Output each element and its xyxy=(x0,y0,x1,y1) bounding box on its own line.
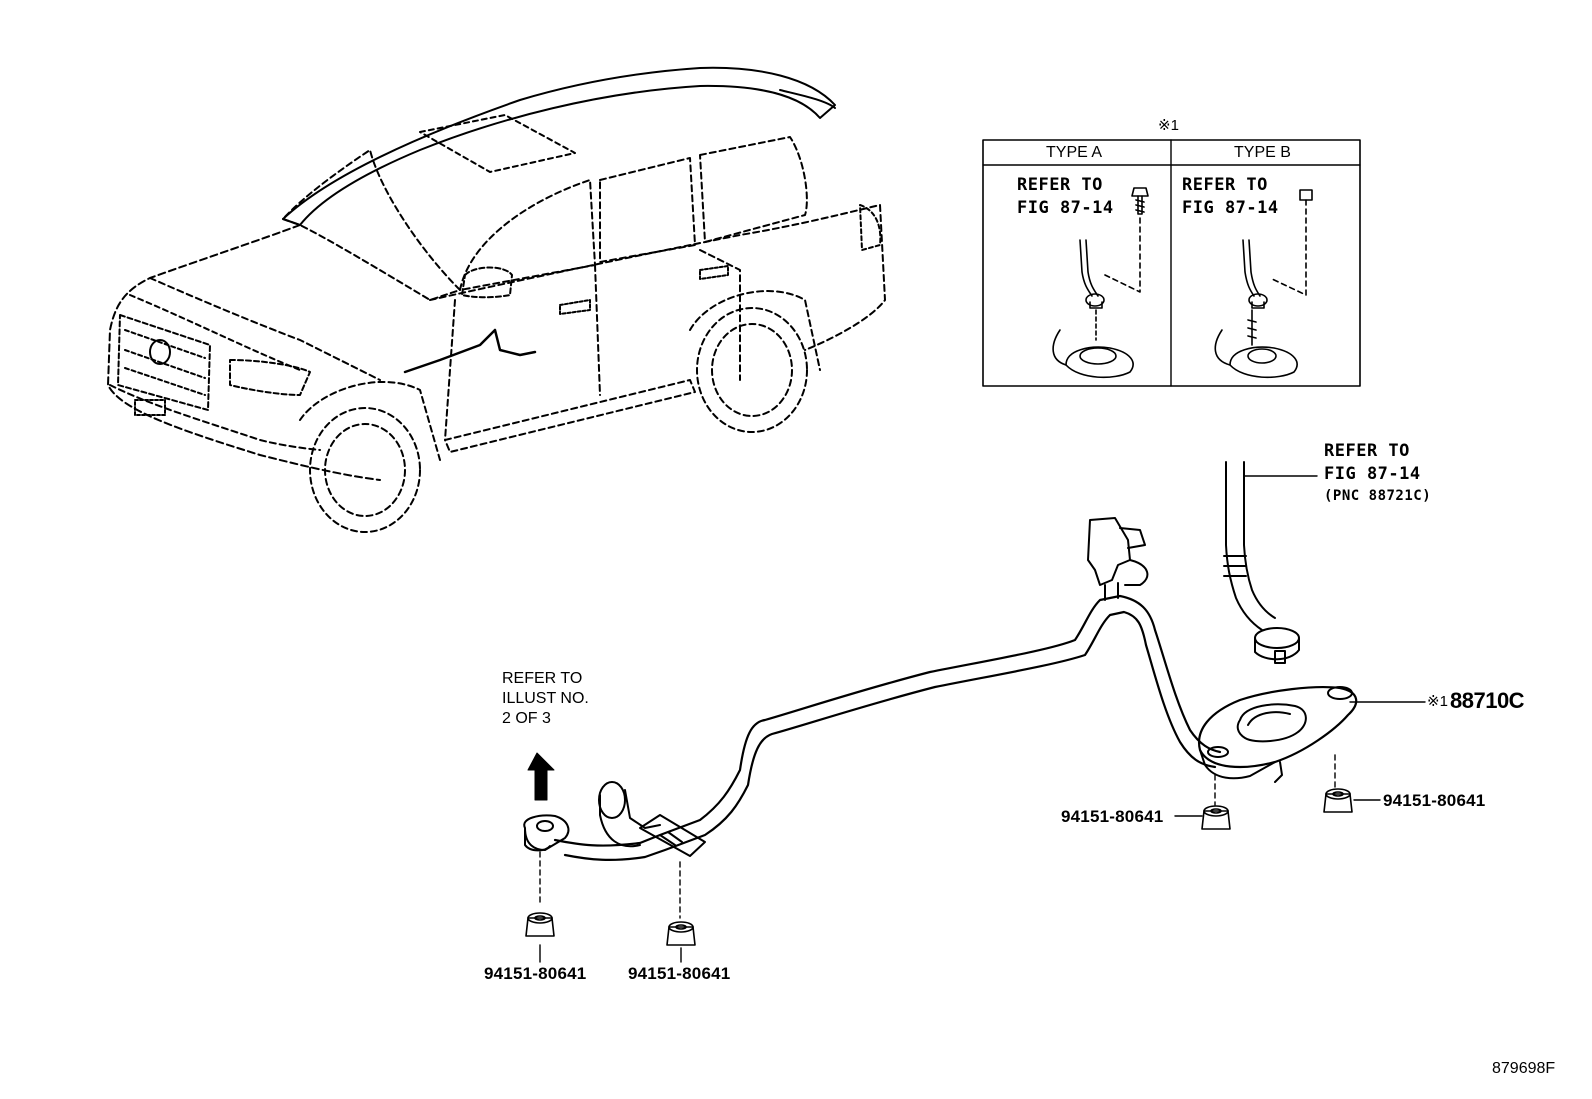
nut-right-mid xyxy=(1201,805,1231,830)
type-b-refer-note: REFER TO FIG 87-14 xyxy=(1182,177,1279,223)
type-b-refer-line1: REFER TO xyxy=(1182,175,1268,195)
refer-fig-line2: FIG 87-14 xyxy=(1324,464,1421,484)
type-b-header: TYPE B xyxy=(1234,144,1291,161)
type-a-refer-line2: FIG 87-14 xyxy=(1017,198,1114,218)
nut-bottom-left-1 xyxy=(525,912,555,937)
part-label-right-mid: 94151-80641 xyxy=(1061,807,1164,826)
antenna-cable-assembly xyxy=(523,461,1426,963)
part-label-bottom-left-1: 94151-80641 xyxy=(484,964,587,983)
inset-box xyxy=(982,139,1361,387)
nut-right-far xyxy=(1323,788,1353,813)
refer-illust-line3: 2 OF 3 xyxy=(502,710,551,727)
callout-main-part: 88710C xyxy=(1450,688,1525,713)
vehicle-illustration xyxy=(107,66,886,533)
inset-marker: ※1 xyxy=(1158,117,1179,134)
nut-bottom-left-2 xyxy=(666,921,696,946)
refer-fig-note: REFER TO FIG 87-14 (PNC 88721C) xyxy=(1324,443,1431,509)
type-a-part-drawing xyxy=(1052,187,1149,379)
illustration-id: 879698F xyxy=(1492,1060,1556,1077)
type-b-part-drawing xyxy=(1214,189,1313,379)
type-a-header: TYPE A xyxy=(1046,144,1103,161)
arrow-up-icon xyxy=(527,752,555,801)
callout-main-marker: ※1 xyxy=(1427,693,1448,710)
part-label-bottom-left-2: 94151-80641 xyxy=(628,964,731,983)
part-label-right-far: 94151-80641 xyxy=(1383,791,1486,810)
refer-illust-note: REFER TO ILLUST NO. 2 OF 3 xyxy=(502,671,589,731)
type-b-refer-line2: FIG 87-14 xyxy=(1182,198,1279,218)
refer-fig-line3: (PNC 88721C) xyxy=(1324,488,1432,504)
type-a-refer-line1: REFER TO xyxy=(1017,175,1103,195)
refer-illust-line2: ILLUST NO. xyxy=(502,690,589,707)
type-a-refer-note: REFER TO FIG 87-14 xyxy=(1017,177,1114,223)
refer-illust-line1: REFER TO xyxy=(502,670,583,687)
refer-fig-line1: REFER TO xyxy=(1324,441,1410,461)
